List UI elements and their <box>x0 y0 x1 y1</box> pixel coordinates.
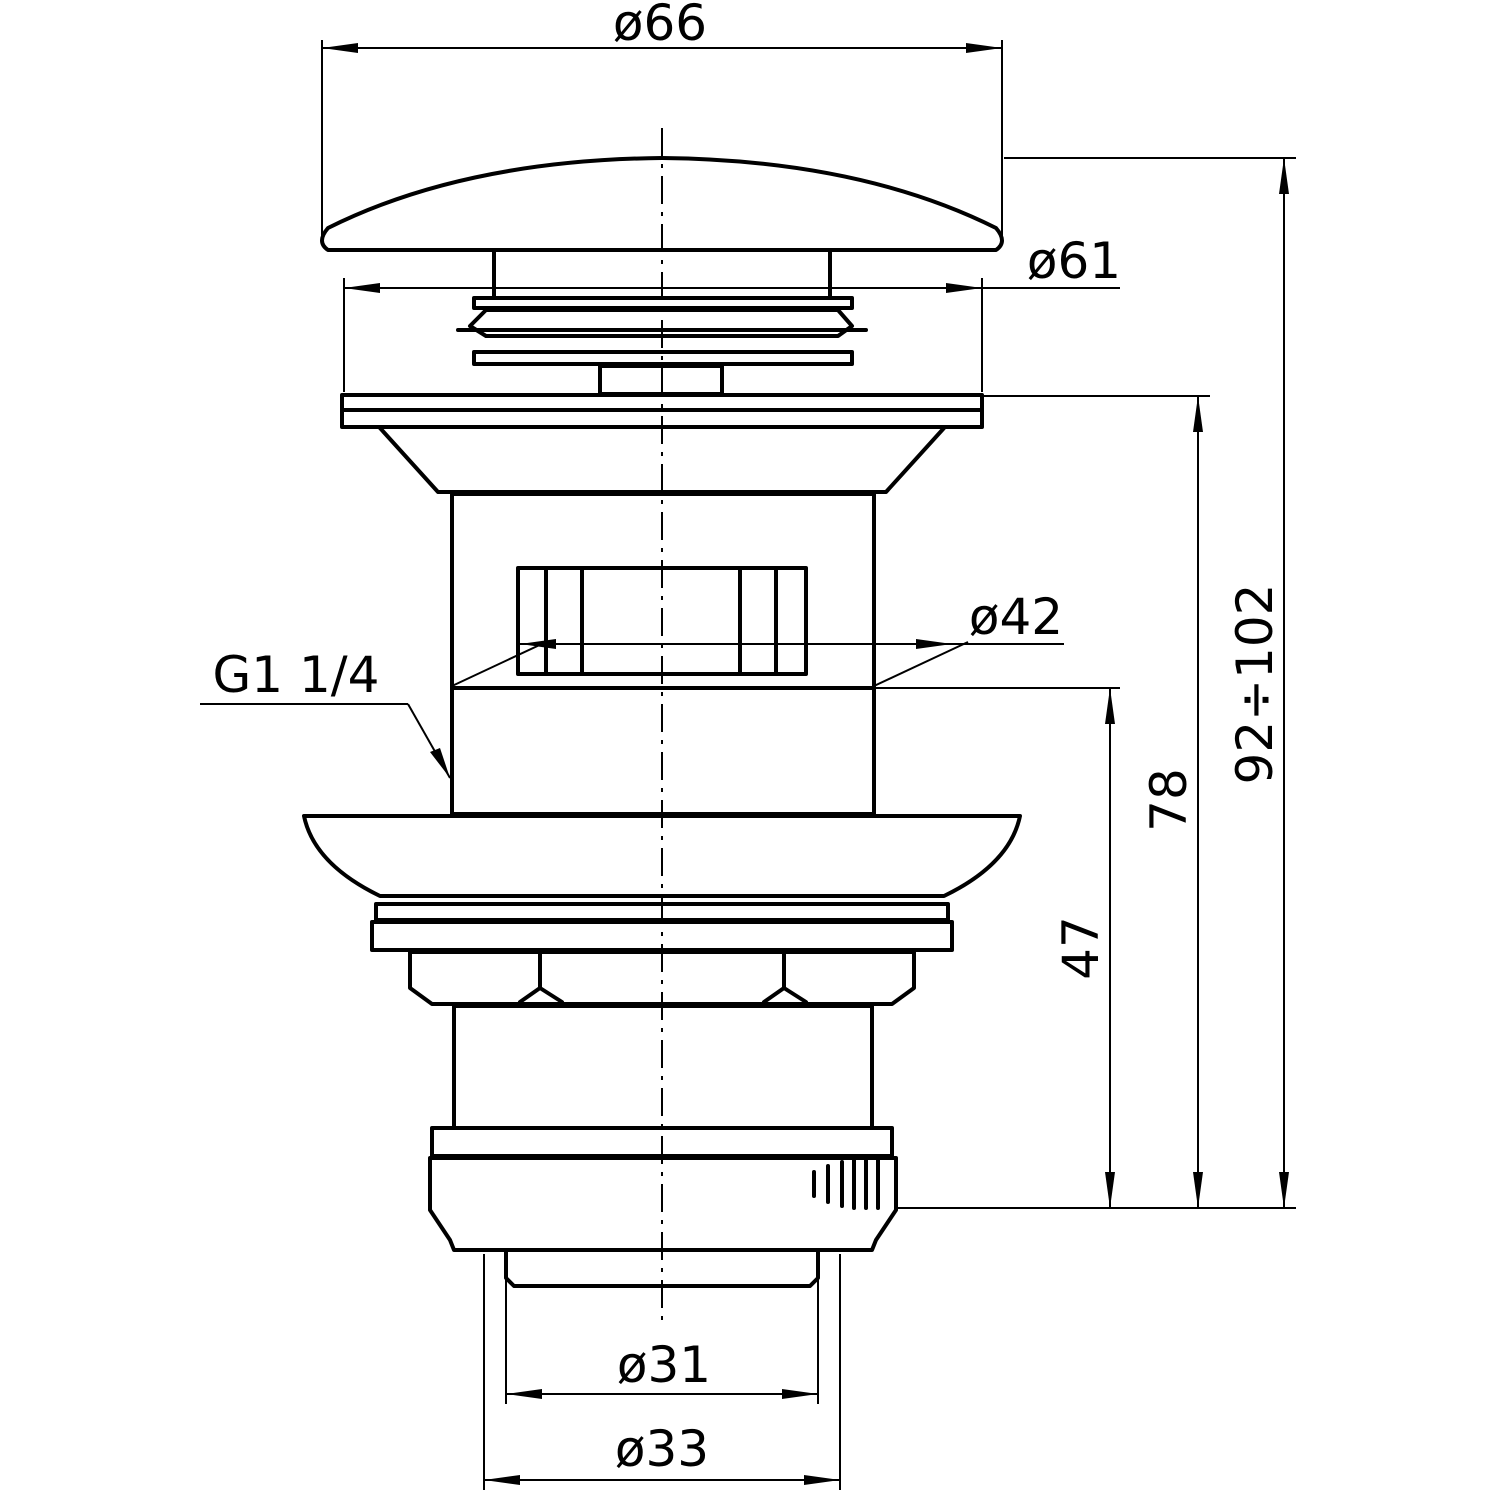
nut <box>408 950 916 1006</box>
label-78: 78 <box>1140 768 1198 832</box>
label-47: 47 <box>1052 916 1110 980</box>
dim-d31 <box>505 1254 819 1404</box>
body <box>450 492 876 816</box>
dim-d33 <box>483 1254 841 1490</box>
dim-47 <box>876 687 1296 1209</box>
valve-seal <box>456 296 868 396</box>
label-d66: ø66 <box>613 0 707 52</box>
label-d42: ø42 <box>969 588 1063 646</box>
dim-78 <box>984 395 1210 1208</box>
dim-d42 <box>451 639 1064 687</box>
dim-92-102 <box>1004 157 1296 1208</box>
dim-d66 <box>321 40 1003 236</box>
washer <box>302 814 1022 898</box>
label-d31: ø31 <box>617 1336 711 1394</box>
dim-d61 <box>343 278 1120 392</box>
label-92-102: 92÷102 <box>1226 584 1284 785</box>
label-d61: ø61 <box>1027 232 1121 290</box>
callout-thread <box>200 703 451 779</box>
label-d33: ø33 <box>615 1420 709 1478</box>
label-thread: G1 1/4 <box>213 646 380 704</box>
